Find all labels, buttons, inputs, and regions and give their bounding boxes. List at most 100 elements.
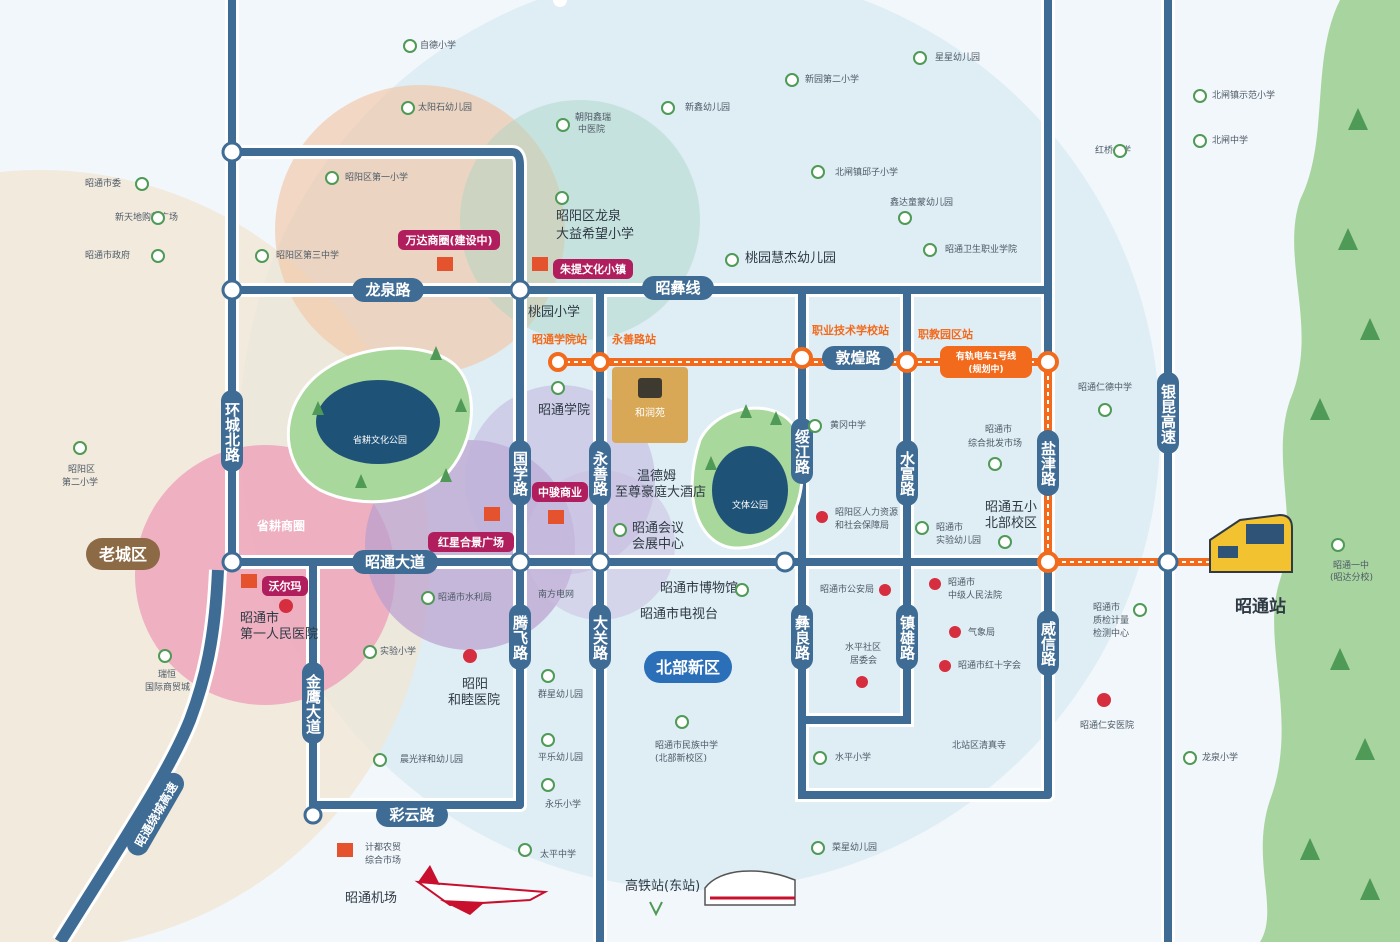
poi-label-l19: 昭通卫生职业学院 (945, 243, 1017, 255)
shenggeng-lake (316, 380, 440, 464)
poi-label-l52: 北站区清真寺 (952, 739, 1006, 751)
poi-label-l55b: 综合市场 (365, 854, 401, 866)
road-huancheng-north: 环城北路 (223, 402, 241, 462)
mountain-area (1260, 0, 1400, 942)
poi-label-l28: 昭阳区人力资源 (835, 506, 898, 518)
poi-label-l20: 桃园小学 (528, 304, 580, 320)
poi-label-l55: 计都农贸 (365, 841, 401, 853)
poi-label-l4: 太阳石幼儿园 (418, 101, 472, 113)
ring-expressway-core (54, 569, 224, 942)
poi-label-l21: 昭通学院 (538, 402, 590, 418)
poi-label-l3: 新园第二小学 (805, 73, 859, 85)
poi-label-l59: 高铁站(东站) (625, 878, 700, 894)
poi-label-l42b: (昭达分校) (1330, 571, 1373, 583)
station-yongshan-road: 永善路站 (611, 332, 656, 346)
zhaotong-station-label: 昭通站 (1235, 596, 1286, 617)
poi-label-l12: 昭阳区第一小学 (345, 171, 408, 183)
metro-line-status: (规划中) (968, 363, 1003, 375)
poi-label-l37: 昭通市 (948, 576, 975, 588)
road-weixin: 威信路 (1039, 620, 1057, 666)
station-vocational-park: 职教园区站 (918, 327, 973, 341)
poi-label-l13: 昭阳区龙泉 (556, 208, 621, 224)
district-old-town: 老城区 (98, 545, 147, 564)
road-dunhuang: 敦煌路 (835, 349, 881, 367)
poi-label-l42: 昭通一中 (1333, 559, 1369, 571)
road-longquan: 龙泉路 (364, 281, 411, 299)
poi-label-l31: 昭通市博物馆 (660, 580, 738, 596)
airplane-icon (414, 865, 549, 915)
poi-label-l41c: 检测中心 (1093, 627, 1129, 639)
park-shenggeng: 省耕文化公园 (353, 434, 407, 446)
metro-line-label: 有轨电车1号线 (956, 350, 1016, 362)
poi-label-l48: 晨光祥和幼儿园 (400, 753, 463, 765)
shop-icons (241, 257, 564, 857)
poi-label-l13b: 大益希望小学 (556, 226, 634, 242)
poi-label-l56: 太平中学 (540, 848, 576, 860)
road-zhenxiong: 镇雄路 (898, 614, 916, 660)
poi-label-l54: 龙泉小学 (1202, 751, 1238, 763)
poi-label-l44: 昭阳 (462, 677, 488, 692)
poi-label-l47: 瑞恒 (158, 668, 176, 680)
poi-label-l6b: 中医院 (578, 123, 605, 135)
station-zhaotong-college: 昭通学院站 (532, 332, 587, 346)
tag-zhongjun: 中骏商业 (538, 485, 582, 499)
station-pin-icon (649, 901, 663, 917)
poi-label-l15: 新天地购物广场 (115, 211, 178, 223)
poi-marker-icons (73, 39, 1345, 857)
poi-label-l49: 平乐幼儿园 (538, 751, 583, 763)
station-vocational-school: 职业技术学校站 (812, 323, 889, 337)
poi-label-l28b: 和社会保障局 (835, 519, 889, 531)
poi-label-l58: 昭通机场 (345, 891, 397, 906)
poi-label-l23: 温德姆 (637, 469, 676, 484)
project-building (612, 367, 688, 443)
road-tengfei: 腾飞路 (511, 614, 529, 660)
poi-label-l36: 昭通市公安局 (820, 583, 874, 595)
road-yanjin: 盐津路 (1039, 440, 1057, 486)
poi-label-l37b: 中级人民法院 (948, 589, 1002, 601)
poi-label-l17: 昭阳区第三中学 (276, 249, 339, 261)
district-north-new: 北部新区 (656, 658, 720, 677)
road-daguan: 大关路 (591, 614, 609, 660)
road-caiyun: 彩云路 (388, 806, 435, 824)
poi-label-l16: 昭通市政府 (85, 249, 130, 261)
poi-label-l11: 鑫达童蒙幼儿园 (890, 196, 953, 208)
hospital-icons (279, 511, 1111, 707)
road-suijiang: 绥江路 (793, 428, 811, 474)
poi-label-l41b: 质检计量 (1093, 614, 1129, 626)
poi-label-l46: 昭通市民族中学 (655, 739, 718, 751)
tag-zhuti: 朱提文化小镇 (559, 262, 626, 276)
road-zhaotong-avenue: 昭通大道 (365, 553, 425, 571)
poi-label-l29b: 实验幼儿园 (936, 534, 981, 546)
tram-icon (1209, 513, 1293, 573)
poi-label-l22: 昭阳区 (68, 464, 95, 475)
road-guoxue: 国学路 (511, 451, 529, 496)
poi-label-l2: 星星幼儿园 (935, 51, 980, 63)
road-shuifu: 水富路 (898, 450, 916, 496)
poi-label-l53: 昭通仁安医院 (1080, 719, 1134, 731)
poi-label-l24: 昭通会议 (632, 521, 684, 536)
zone-circle-pink (135, 445, 395, 705)
poi-label-l35: 昭通市 (240, 610, 279, 626)
poi-label-l14: 昭通市委 (85, 177, 121, 189)
poi-label-l32: 昭通市电视台 (640, 606, 718, 622)
commercial-tags: 万达商圈(建设中) 朱提文化小镇 中骏商业 红星合景广场 沃尔玛 省耕商圈 (256, 230, 633, 596)
poi-label-l41: 昭通市 (1093, 601, 1120, 613)
poi-label-l38: 气象局 (968, 626, 995, 638)
poi-label-l40: 水平社区 (845, 641, 881, 653)
project-name: 和润苑 (635, 406, 665, 419)
poi-label-l1: 自德小学 (420, 39, 456, 51)
road-yiliang: 彝良路 (793, 614, 811, 660)
poi-label-l45: 群星幼儿园 (538, 688, 583, 700)
tree-icons (312, 108, 1380, 900)
metro-stations (548, 347, 1059, 573)
poi-label-l23b: 至尊豪庭大酒店 (615, 484, 706, 500)
road-labels: 龙泉路 昭彝线 敦煌路 昭通大道 彩云路 (352, 276, 894, 827)
poi-label-l26: 昭通市 (985, 423, 1012, 435)
poi-label-l30: 昭通五小 (985, 500, 1037, 515)
poi-label-l44b: 和睦医院 (448, 692, 500, 708)
poi-label-l57: 菜星幼儿园 (832, 841, 877, 853)
tag-walmart: 沃尔玛 (269, 579, 302, 593)
road-zhaobi: 昭彝线 (655, 279, 700, 297)
road-yongshan: 永善路 (591, 450, 609, 496)
project-logo-icon (638, 378, 662, 398)
